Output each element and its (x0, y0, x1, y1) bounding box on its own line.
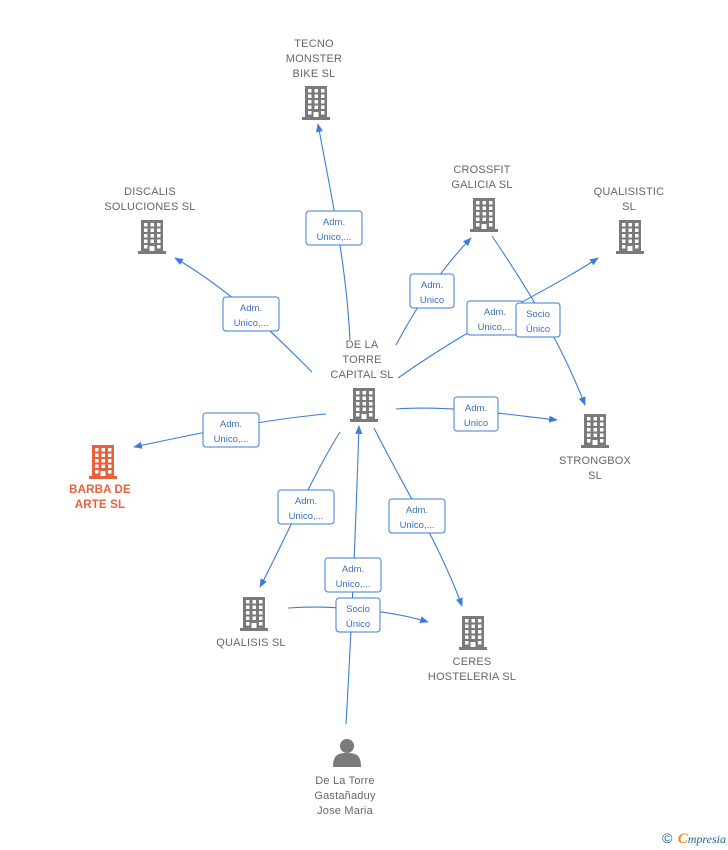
edge-label-text: Adm. (240, 303, 262, 314)
node-label: GALICIA SL (451, 179, 512, 191)
edge-label-delatorre-to-qualisis[interactable]: Adm. Unico,... (277, 489, 335, 525)
edge-label-text: Unico,... (214, 434, 249, 445)
edge-label-text: Adm. (465, 403, 487, 414)
node-label: TORRE (342, 354, 381, 366)
edge-label-text: Socio (346, 604, 370, 615)
edge-label-delatorre-to-qualisistic[interactable]: Adm. Unico,... (466, 300, 524, 336)
node-strongbox[interactable]: STRONGBOX SL (559, 414, 632, 482)
node-delatorre[interactable]: DE LA TORRE CAPITAL SL (330, 339, 393, 422)
node-barba[interactable]: BARBA DE ARTE SL (69, 445, 131, 511)
node-label: CROSSFIT (453, 164, 510, 176)
edge-label-text: Adm. (421, 280, 443, 291)
building-icon (616, 220, 644, 254)
edge-label-box (388, 498, 446, 534)
node-label: SL (622, 201, 636, 213)
edge-label-text: Adm. (406, 505, 428, 516)
node-label: Gastañaduy (314, 790, 376, 802)
edge-label-box (335, 597, 381, 633)
building-icon (89, 445, 117, 479)
edge-label-box (222, 296, 280, 332)
node-label: QUALISIS SL (216, 637, 285, 649)
edge-label-text: Adm. (323, 217, 345, 228)
edge-label-text: Único (526, 324, 550, 335)
node-label: DISCALIS (124, 186, 176, 198)
node-label: BIKE SL (293, 68, 336, 80)
edge-label-box (515, 302, 561, 338)
node-discalis[interactable]: DISCALIS SOLUCIONES SL (104, 186, 195, 254)
edge-label-delatorre-to-ceres[interactable]: Adm. Unico,... (388, 498, 446, 534)
edge-labels-layer: Adm.Unico,...Adm.Unico,...Adm.UnicoAdm.U… (202, 210, 561, 633)
copyright-symbol: © (662, 830, 673, 846)
building-icon (470, 198, 498, 232)
building-icon (138, 220, 166, 254)
edge-label-text: Adm. (342, 564, 364, 575)
edge-label-text: Unico,... (289, 511, 324, 522)
edge-label-text: Adm. (295, 496, 317, 507)
edge-label-box (324, 557, 382, 593)
brand-rest: mpresia (687, 832, 726, 846)
edge-label-text: Adm. (220, 419, 242, 430)
node-label: ARTE SL (75, 499, 126, 511)
node-label: CERES (453, 656, 492, 668)
edge-label-box (202, 412, 260, 448)
node-label: SL (588, 470, 602, 482)
edge-label-text: Socio (526, 309, 550, 320)
node-label: MONSTER (286, 53, 342, 65)
node-label: STRONGBOX (559, 455, 632, 467)
edge-label-delatorre-to-discalis[interactable]: Adm. Unico,... (222, 296, 280, 332)
node-label: Jose Maria (317, 805, 373, 817)
edge-label-text: Adm. (484, 307, 506, 318)
edge-label-text: Único (346, 619, 370, 630)
node-ceres[interactable]: CERES HOSTELERIA SL (428, 616, 516, 683)
edge-label-delatorre-to-crossfit[interactable]: Adm. Unico (409, 273, 455, 309)
node-label: DE LA (346, 339, 379, 351)
edge-label-box (305, 210, 363, 246)
edge-label-delatorre-to-tecno[interactable]: Adm. Unico,... (305, 210, 363, 246)
node-label: SOLUCIONES SL (104, 201, 195, 213)
node-tecno[interactable]: TECNO MONSTER BIKE SL (286, 38, 342, 120)
building-icon (302, 86, 330, 120)
footer-brand: © Cmpresia (662, 830, 726, 848)
edge-label-text: Unico,... (400, 520, 435, 531)
edge-label-text: Unico,... (336, 579, 371, 590)
node-label: BARBA DE (69, 484, 131, 496)
node-label: HOSTELERIA SL (428, 671, 516, 683)
node-label: TECNO (294, 38, 334, 50)
edge-label-text: Unico,... (234, 318, 269, 329)
building-icon (350, 388, 378, 422)
node-label: CAPITAL SL (330, 369, 393, 381)
person-icon (333, 739, 361, 767)
edge-label-box (409, 273, 455, 309)
building-icon (240, 597, 268, 631)
nodes-layer: TECNO MONSTER BIKE SL DISCALIS SOLUCIONES SL… (69, 38, 664, 817)
edge-label-text: Unico (464, 418, 488, 429)
edge-label-jose-to-delatorre[interactable]: Adm. Unico,... (324, 557, 382, 593)
edge-label-text: Unico,... (478, 322, 513, 333)
building-icon (581, 414, 609, 448)
edge-label-delatorre-to-barba[interactable]: Adm. Unico,... (202, 412, 260, 448)
edge-label-text: Unico,... (317, 232, 352, 243)
node-qualisis[interactable]: QUALISIS SL (216, 597, 286, 649)
edge-label-text: Unico (420, 295, 444, 306)
edge-label-box (453, 396, 499, 432)
node-label: QUALISISTIC (594, 186, 665, 198)
brand-initial: C (677, 831, 688, 847)
edge-label-box (277, 489, 335, 525)
node-qualisistic[interactable]: QUALISISTIC SL (594, 186, 665, 254)
node-crossfit[interactable]: CROSSFIT GALICIA SL (451, 164, 512, 232)
node-label: De La Torre (315, 775, 374, 787)
edge-label-delatorre-to-strongbox[interactable]: Adm. Unico (453, 396, 499, 432)
building-icon (459, 616, 487, 650)
